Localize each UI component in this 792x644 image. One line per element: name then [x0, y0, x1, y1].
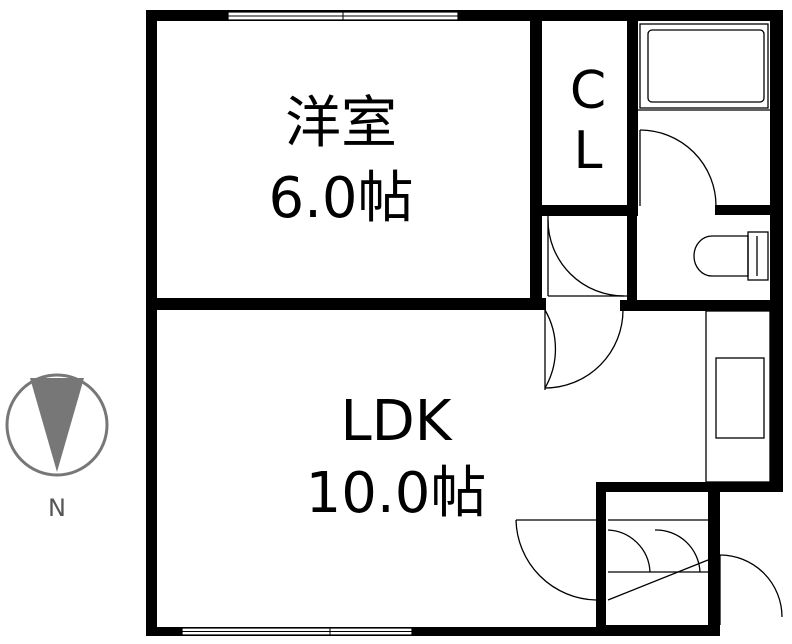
room-name-closet-c: C: [570, 61, 606, 121]
room-labels: 洋室 6.0帖 C L LDK 10.0帖: [268, 61, 606, 526]
room-name-closet-l: L: [574, 121, 603, 181]
room-size-ldk: 10.0帖: [306, 461, 487, 526]
toilet-door-swing: [547, 219, 625, 297]
exterior-walls: [146, 10, 783, 636]
toilet-icon: [693, 235, 749, 277]
compass-ring: [5, 373, 109, 477]
compass: N: [5, 373, 109, 522]
bath-door-swing: [639, 129, 717, 207]
fixtures: [515, 23, 783, 625]
bathtub-icon: [639, 23, 769, 109]
entrance-inner-door-swing: [515, 519, 597, 601]
ldk-door-swing: [544, 309, 557, 389]
room-name-western: 洋室: [285, 91, 397, 156]
north-arrow-icon: [30, 378, 84, 472]
windows: [181, 11, 459, 636]
interior-walls: [146, 10, 783, 636]
compass-north-label: N: [48, 494, 66, 522]
room-name-ldk: LDK: [340, 389, 452, 454]
room-size-western: 6.0帖: [268, 166, 413, 231]
front-door-swing: [719, 554, 783, 618]
kitchen-counter: [705, 310, 771, 483]
kitchen-sink-icon: [715, 357, 765, 439]
